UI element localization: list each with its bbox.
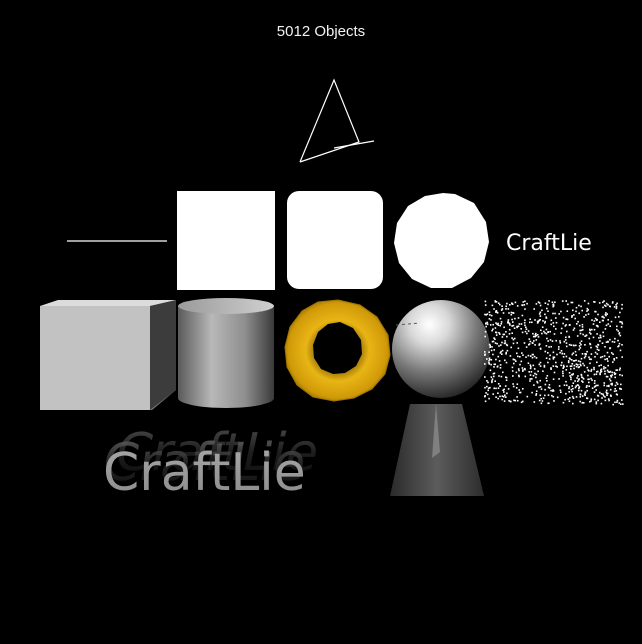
wireframe-triangle: [299, 78, 375, 163]
flat-text-label: CraftLie: [506, 231, 592, 256]
torus-primitive: [284, 299, 391, 402]
polygon-disc-primitive: [394, 193, 489, 288]
rounded-square-primitive: [287, 191, 383, 289]
sphere-primitive: [392, 300, 490, 398]
extruded-text-3d: CraftLie CraftLie CraftLie: [99, 423, 325, 503]
cylinder-primitive: [178, 298, 274, 408]
square-primitive: [177, 191, 275, 290]
object-count-label: 5012 Objects: [276, 23, 366, 40]
svg-text:CraftLie: CraftLie: [99, 433, 310, 493]
point-cloud-primitive: [484, 300, 624, 406]
cube-primitive: [40, 300, 176, 410]
cone-primitive: [390, 404, 484, 496]
extruded-text-front: CraftLie: [103, 443, 306, 503]
svg-text:CraftLie: CraftLie: [109, 423, 325, 483]
